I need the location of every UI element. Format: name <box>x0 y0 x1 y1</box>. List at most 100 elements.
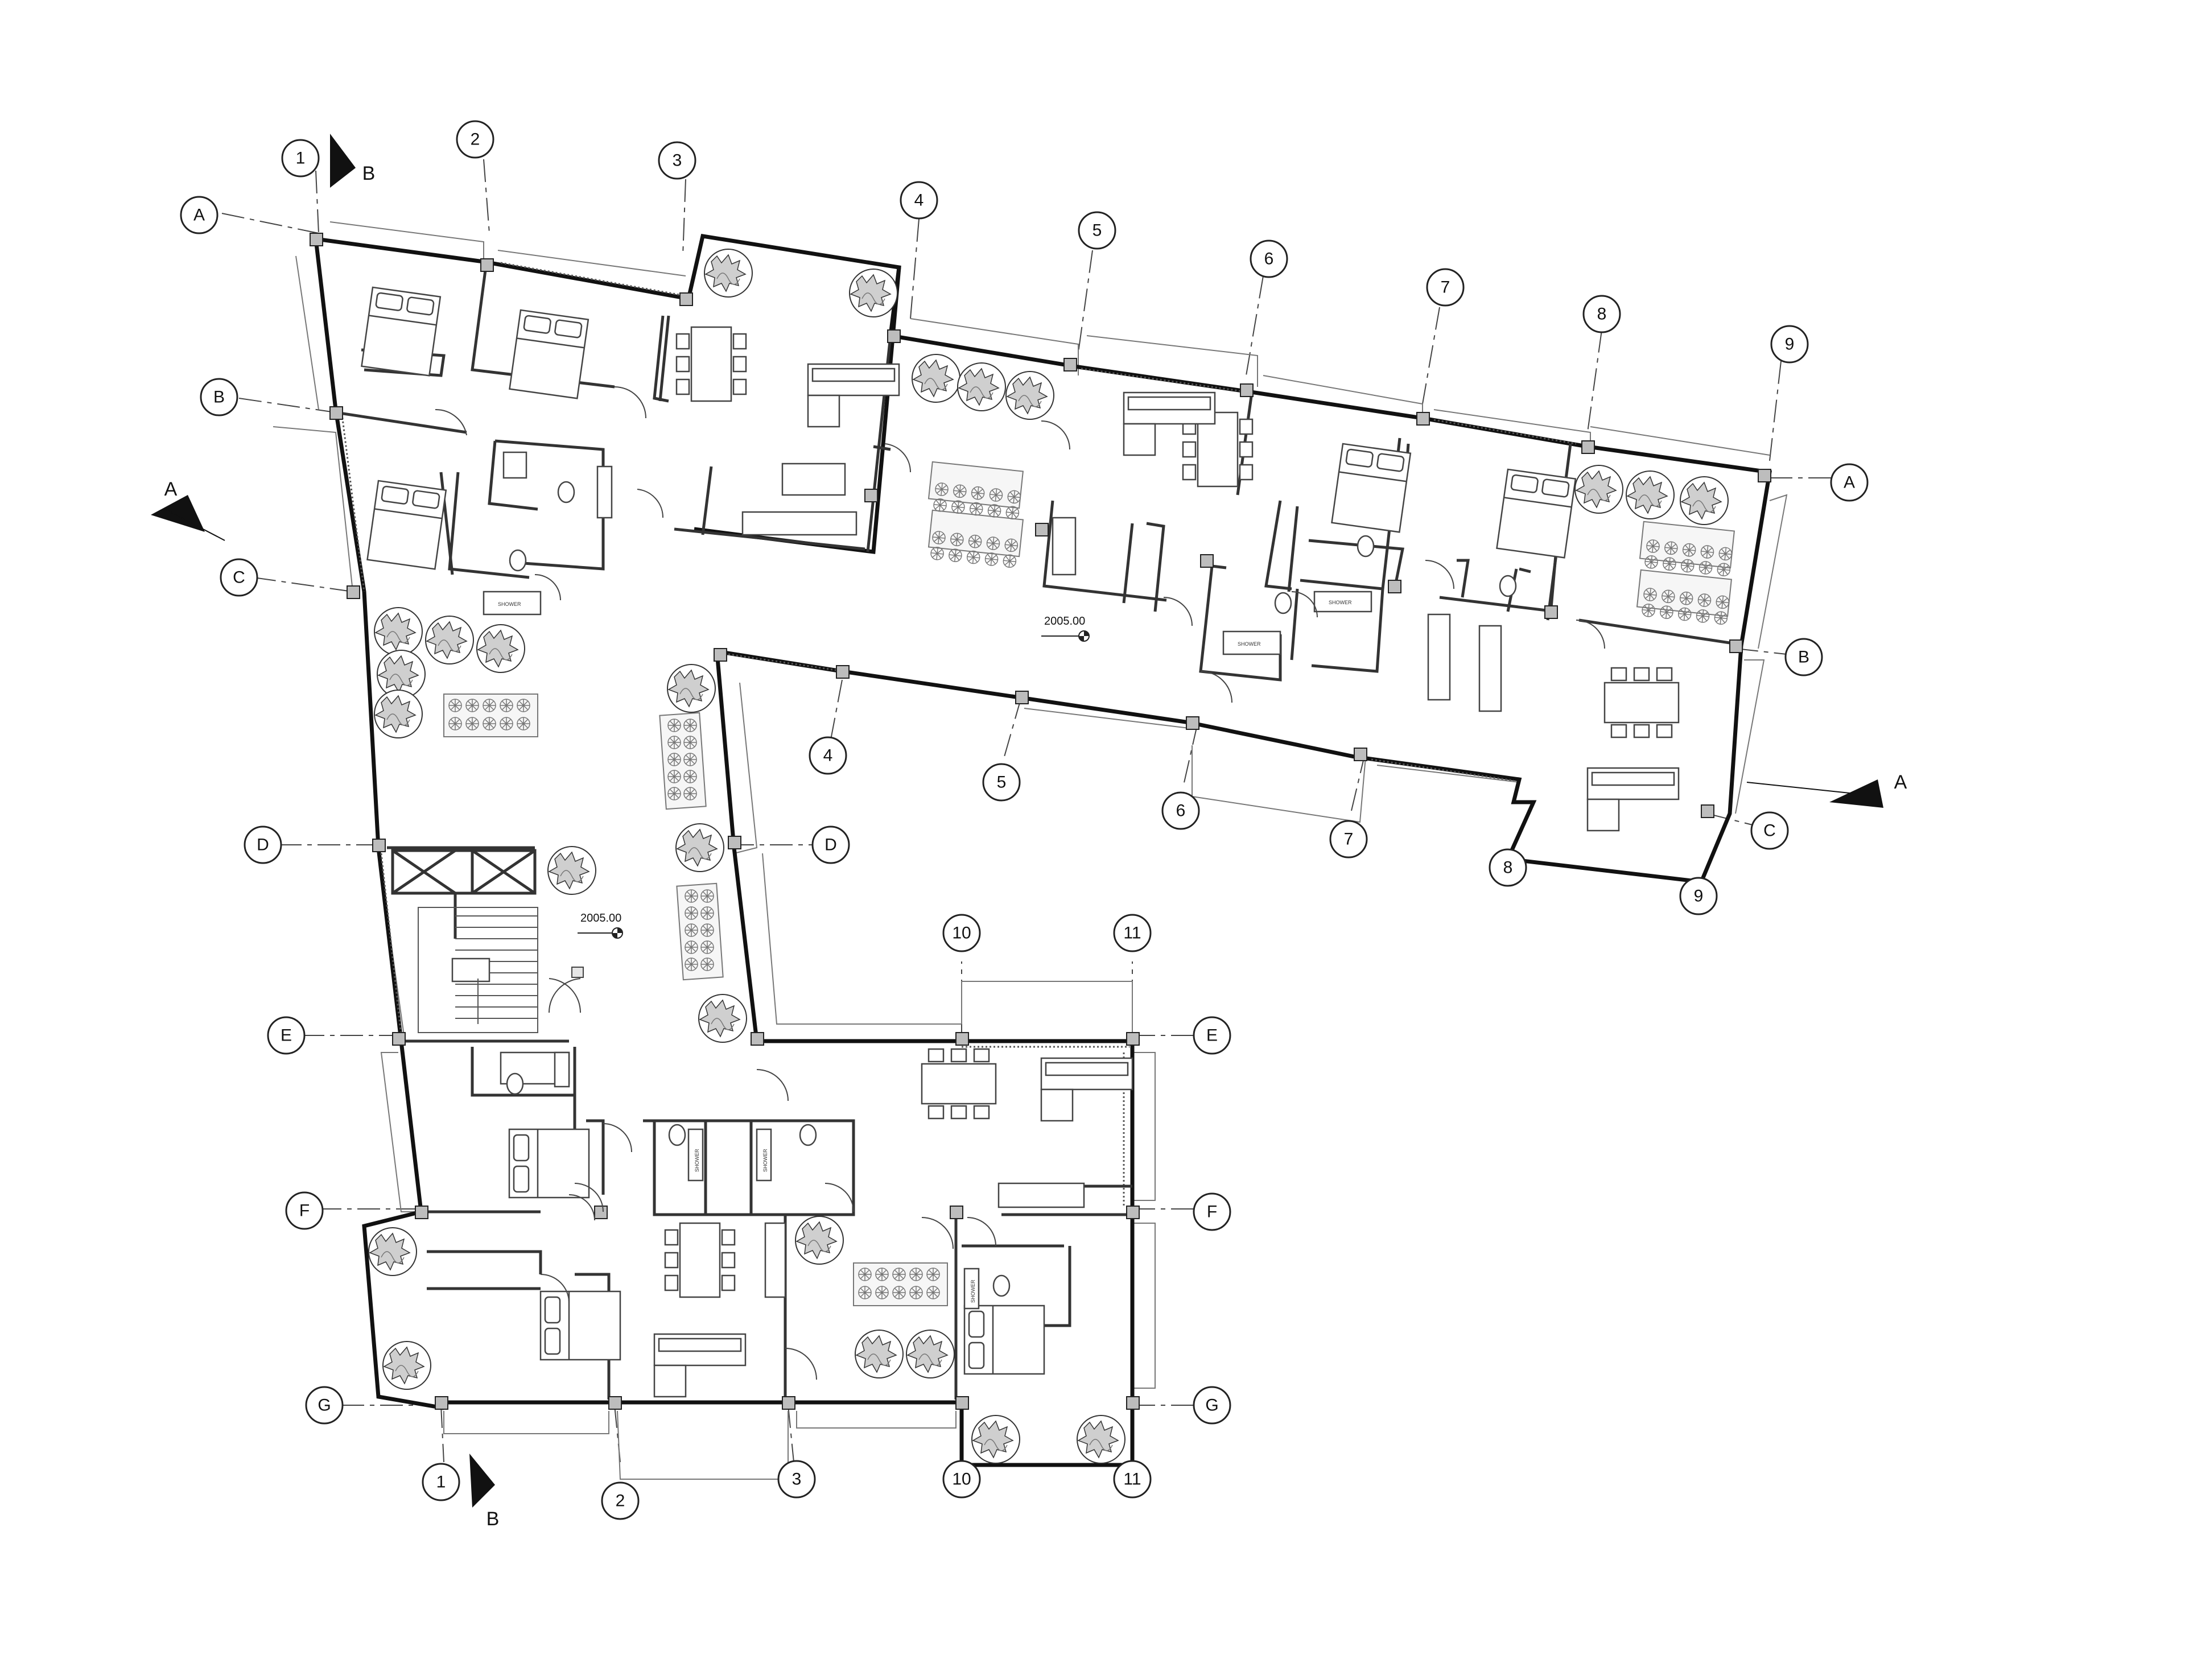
grid-bubble-4-mid: 4 <box>809 736 847 775</box>
grid-bubble-1-bottom: 1 <box>422 1463 460 1501</box>
svg-text:10: 10 <box>952 924 971 943</box>
grid-bubble-3-bottom: 3 <box>777 1460 816 1499</box>
svg-text:C: C <box>1763 822 1776 840</box>
grid-bubble-a-right: A <box>1830 463 1869 502</box>
shower-label-6: SHOWER <box>970 1279 976 1303</box>
svg-text:7: 7 <box>1441 278 1450 297</box>
svg-text:2: 2 <box>616 1492 625 1510</box>
bathrooms: SHOWER SHOWER SHOWER SHOWER SHOWER SHOWE… <box>483 451 1517 1310</box>
section-a-left-marker: A <box>151 478 225 541</box>
grid-bubble-g-right: G <box>1193 1386 1231 1425</box>
svg-text:2005.00: 2005.00 <box>580 912 621 924</box>
svg-text:1: 1 <box>436 1473 446 1492</box>
stair-core <box>391 849 584 1033</box>
grid-bubble-3-top: 3 <box>658 141 696 180</box>
svg-text:G: G <box>1205 1396 1218 1415</box>
svg-text:5: 5 <box>997 773 1007 792</box>
svg-text:A: A <box>1894 771 1907 793</box>
svg-text:D: D <box>824 836 837 855</box>
svg-text:A: A <box>164 478 178 500</box>
svg-text:11: 11 <box>1123 1470 1141 1489</box>
svg-text:6: 6 <box>1264 250 1274 269</box>
svg-text:7: 7 <box>1344 830 1354 849</box>
svg-text:9: 9 <box>1785 335 1795 354</box>
grid-bubble-d-mid: D <box>811 825 850 864</box>
grid-bubble-f-left: F <box>285 1191 324 1230</box>
grid-bubble-4-top: 4 <box>900 181 938 220</box>
svg-text:11: 11 <box>1123 924 1141 943</box>
grid-bubble-7-mid: 7 <box>1329 820 1368 858</box>
grid-bubble-e-right: E <box>1193 1016 1231 1055</box>
landscape <box>368 249 1735 1464</box>
svg-text:3: 3 <box>792 1470 802 1489</box>
grid-bubble-2-bottom: 2 <box>601 1481 640 1520</box>
svg-text:C: C <box>233 568 245 587</box>
grid-bubble-f-right: F <box>1193 1192 1231 1231</box>
grid-bubble-b-left: B <box>200 378 238 416</box>
svg-text:8: 8 <box>1597 305 1607 324</box>
svg-text:3: 3 <box>673 151 682 170</box>
svg-text:10: 10 <box>952 1470 971 1489</box>
svg-text:B: B <box>487 1508 500 1530</box>
grid-bubble-2-top: 2 <box>456 120 494 159</box>
grid-bubble-11-top: 11 <box>1113 914 1152 952</box>
grid-bubble-8-mid: 8 <box>1489 848 1527 887</box>
section-b-top-marker: B <box>330 134 375 188</box>
shower-label-3: SHOWER <box>1329 600 1352 605</box>
svg-text:4: 4 <box>823 746 833 765</box>
svg-text:6: 6 <box>1176 802 1186 820</box>
elevation-tag-2: 2005.00 <box>578 912 623 939</box>
shower-label-4: SHOWER <box>694 1149 700 1172</box>
svg-text:A: A <box>1844 473 1855 492</box>
svg-text:G: G <box>318 1396 331 1415</box>
grid-bubbles: 1 2 3 4 5 6 7 8 9 A B C D E F G A B C 4 … <box>180 120 1869 1520</box>
svg-text:B: B <box>1798 648 1809 667</box>
elevation-tags: 2005.00 2005.00 <box>578 615 1090 939</box>
columns <box>310 233 1771 1410</box>
svg-text:E: E <box>281 1026 292 1045</box>
grid-bubble-11-bottom: 11 <box>1113 1460 1152 1499</box>
grid-bubble-e-left: E <box>267 1016 306 1055</box>
grid-bubble-d-left: D <box>244 825 282 864</box>
section-a-right-marker: A <box>1746 771 1907 808</box>
grid-bubble-9-top: 9 <box>1770 325 1809 364</box>
svg-text:2005.00: 2005.00 <box>1044 615 1085 628</box>
shower-label-1: SHOWER <box>498 601 521 607</box>
svg-text:A: A <box>193 206 205 225</box>
grid-bubble-6-top: 6 <box>1250 240 1288 278</box>
svg-text:2: 2 <box>471 130 480 149</box>
svg-text:E: E <box>1206 1026 1218 1045</box>
svg-text:4: 4 <box>914 191 924 210</box>
shower-label-2: SHOWER <box>1238 641 1261 647</box>
grid-bubble-a-left: A <box>180 196 218 234</box>
svg-text:9: 9 <box>1694 887 1704 906</box>
shower-label-5: SHOWER <box>762 1149 768 1172</box>
svg-text:1: 1 <box>296 149 306 168</box>
section-markers: A A B B <box>151 134 1907 1530</box>
elevation-tag-1: 2005.00 <box>1041 615 1090 642</box>
svg-text:B: B <box>213 388 225 407</box>
furniture <box>361 286 1680 1398</box>
svg-text:5: 5 <box>1092 221 1102 240</box>
grid-bubble-10-bottom: 10 <box>942 1460 981 1499</box>
svg-text:8: 8 <box>1503 858 1513 877</box>
grid-bubble-9-mid: 9 <box>1679 877 1718 915</box>
section-b-bottom-marker: B <box>469 1454 499 1530</box>
grid-bubble-c-left: C <box>220 558 258 597</box>
grid-bubble-b-right: B <box>1784 638 1823 676</box>
grid-bubble-8-top: 8 <box>1582 295 1621 333</box>
grid-bubble-10-top: 10 <box>942 914 981 952</box>
glazing <box>340 262 1577 1206</box>
grid-bubble-7-top: 7 <box>1426 268 1465 307</box>
grid-bubble-5-mid: 5 <box>982 763 1021 802</box>
svg-text:F: F <box>1207 1203 1217 1221</box>
grid-bubble-g-left: G <box>305 1386 344 1425</box>
grid-bubble-1-top: 1 <box>281 139 320 178</box>
svg-text:B: B <box>362 163 376 184</box>
doors <box>435 386 1605 1380</box>
grid-bubble-6-mid: 6 <box>1161 791 1200 830</box>
svg-text:F: F <box>299 1202 310 1220</box>
svg-text:D: D <box>257 836 269 855</box>
grid-bubble-5-top: 5 <box>1078 211 1116 250</box>
